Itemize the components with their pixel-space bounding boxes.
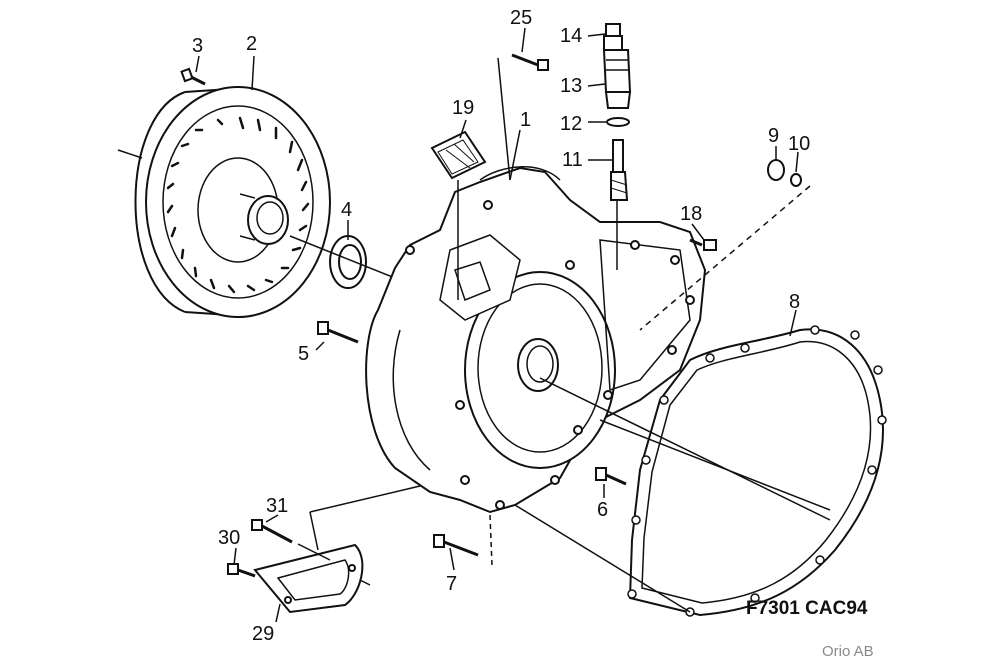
transmission-housing: [365, 166, 707, 514]
bolt-3: [180, 67, 206, 86]
label-31: 31: [266, 495, 288, 517]
bolt-30: [227, 563, 256, 578]
converter-fins: [166, 116, 310, 294]
bolt-31: [251, 519, 331, 561]
bolt-6: [595, 467, 627, 486]
cover-plate-29: [253, 543, 371, 614]
label-11: 11: [562, 149, 583, 171]
label-leaders: [195, 27, 799, 623]
label-30: 30: [218, 527, 240, 549]
bolt-7: [433, 514, 493, 566]
label-12: 12: [560, 113, 582, 135]
label-25: 25: [510, 7, 532, 29]
nut-9-washer-10: [639, 159, 811, 331]
label-14: 14: [560, 25, 582, 47]
label-2: 2: [246, 33, 257, 55]
label-29: 29: [252, 623, 274, 645]
part-labels: 1 2 3 4 5 6 7 8 9 10 11 12 13 14 18 19 2…: [192, 7, 810, 645]
gasket-holes: [627, 325, 887, 617]
shaft-axis-line: [539, 377, 831, 521]
torque-converter: [117, 86, 331, 318]
label-10: 10: [788, 133, 810, 155]
label-7: 7: [446, 573, 457, 595]
label-1: 1: [520, 109, 531, 131]
label-8: 8: [789, 291, 800, 313]
label-18: 18: [680, 203, 702, 225]
label-4: 4: [341, 199, 352, 221]
bolt-5: [317, 321, 359, 344]
breather-19: [430, 130, 487, 300]
label-13: 13: [560, 75, 582, 97]
label-19: 19: [452, 97, 474, 119]
speedometer-drive: [602, 23, 632, 270]
label-3: 3: [192, 35, 203, 57]
figure-code: F7301 CAC94: [746, 598, 868, 619]
label-9: 9: [768, 125, 779, 147]
label-5: 5: [298, 343, 309, 365]
label-6: 6: [597, 499, 608, 521]
gasket-8: [628, 328, 884, 617]
assembly-leader-lines: [309, 419, 831, 613]
credit-text: Orio AB: [822, 643, 874, 660]
bolt-25: [497, 53, 549, 181]
bolt-18: [689, 238, 717, 251]
